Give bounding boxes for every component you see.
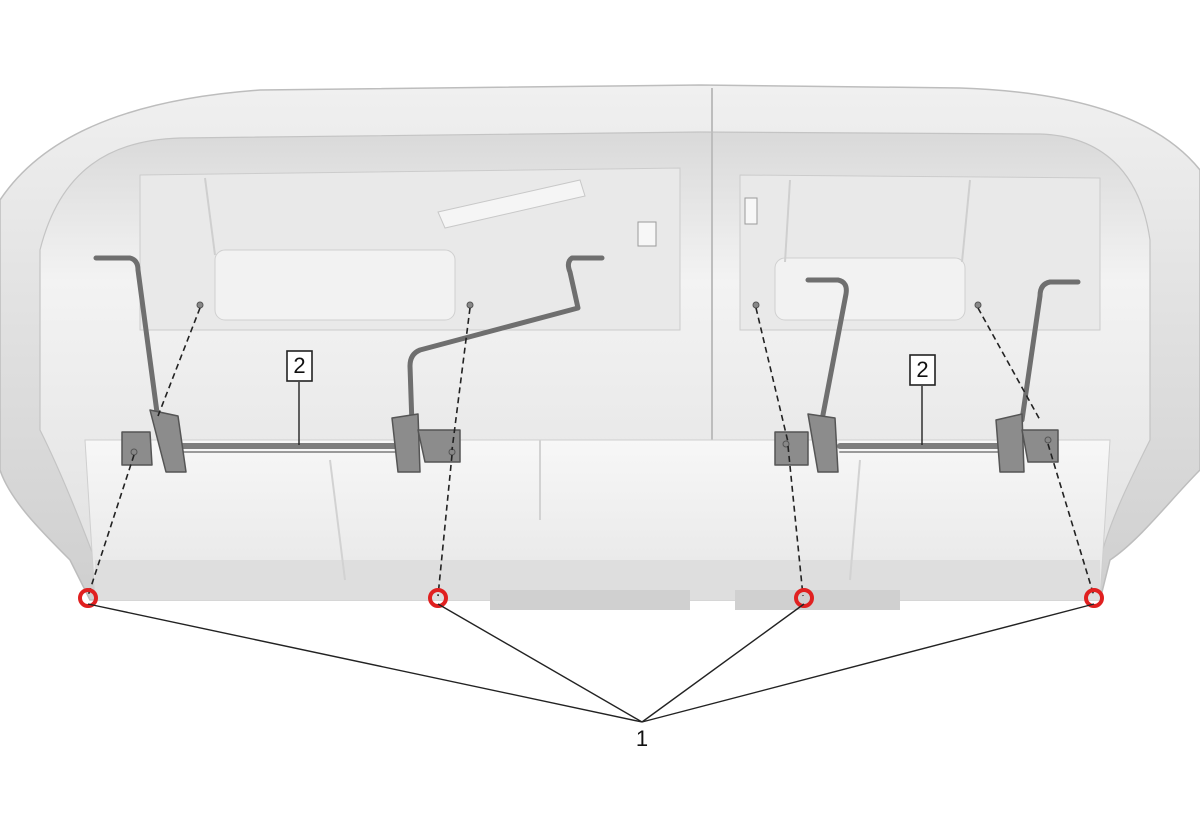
bracket-hook-left-1	[93, 255, 161, 423]
panel-rib-v1	[204, 177, 216, 256]
bracket-hook-right-1	[805, 277, 849, 423]
install-line-lower-1	[87, 454, 135, 597]
bracket-hook-left-2	[407, 255, 605, 428]
panel-floor-line-1	[329, 459, 346, 581]
callout-1-label: 1	[636, 726, 648, 751]
panel-pad-left	[214, 249, 456, 321]
install-line-upper-3	[755, 307, 789, 443]
mount-hole-2	[466, 301, 474, 309]
bracket-clip-left-b	[149, 409, 187, 473]
install-line-lower-3	[787, 445, 804, 597]
panel-rib-v3	[961, 179, 971, 263]
install-line-upper-2	[451, 307, 471, 451]
panel-tab-1	[637, 221, 657, 247]
panel-rib	[437, 179, 586, 229]
panel-rib-v2	[784, 179, 791, 263]
callout-2-right-label: 2	[916, 357, 928, 382]
mount-hole-8	[1044, 436, 1052, 444]
underbody-panel	[0, 84, 1200, 610]
bracket-clip-right-c	[995, 413, 1025, 473]
leader-1-d	[641, 603, 1095, 723]
callout-2-right: 2	[909, 354, 936, 445]
fastener-3	[794, 588, 814, 608]
callout-2-right-box	[909, 354, 936, 386]
panel-floor-line-3	[849, 459, 861, 581]
bracket-clip-right-b	[807, 413, 839, 473]
panel-tab-2	[744, 197, 758, 225]
panel-notch-left	[490, 590, 690, 610]
mount-hole-5	[130, 448, 138, 456]
install-line-upper-4	[977, 307, 1041, 421]
fastener-2	[428, 588, 448, 608]
install-line-lower-2	[437, 454, 453, 597]
leader-1-b	[437, 603, 643, 723]
bracket-clip-left-a	[121, 431, 153, 466]
panel-notch-right	[735, 590, 900, 610]
bracket-clip-left-d	[417, 429, 461, 463]
panel-pad-right	[774, 257, 966, 321]
leader-1-c	[641, 603, 805, 723]
fastener-1	[78, 588, 98, 608]
install-line-lower-4	[1047, 443, 1095, 597]
leader-1-a	[87, 603, 643, 723]
install-lines	[87, 307, 1095, 597]
mount-hole-1	[196, 301, 204, 309]
callout-1-leaders	[87, 603, 1095, 723]
fastener-4	[1084, 588, 1104, 608]
bracket-assembly-right	[774, 277, 1081, 473]
bracket-clip-right-a	[774, 431, 809, 466]
mount-hole-4	[974, 301, 982, 309]
callout-2-left-box	[286, 350, 313, 382]
callout-2-left: 2	[286, 350, 313, 445]
bracket-hook-right-2	[1019, 279, 1081, 423]
bracket-clip-left-c	[391, 413, 421, 473]
mount-hole-7	[782, 440, 790, 448]
callout-2-left-label: 2	[293, 353, 305, 378]
mount-hole-3	[752, 301, 760, 309]
fasteners	[78, 588, 1104, 608]
bracket-assembly-left	[93, 255, 605, 473]
